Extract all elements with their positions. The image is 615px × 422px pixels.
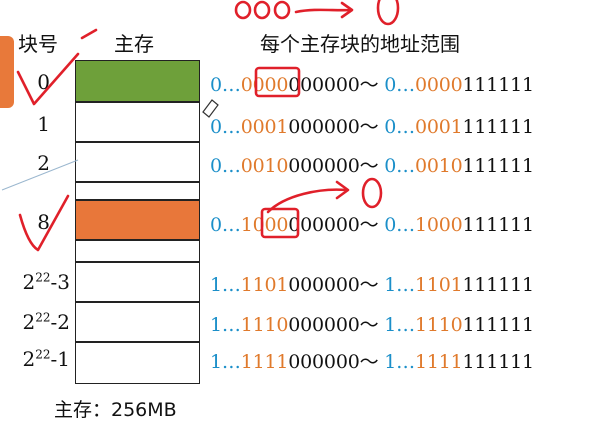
memory-block-8 — [75, 200, 200, 240]
address-range: 0…1000000000～ 0…1000111111 — [210, 214, 534, 236]
block-label: 222-2 — [22, 310, 71, 334]
address-range: 0…0001000000～ 0…0001111111 — [210, 116, 534, 138]
memory-block-n3 — [75, 262, 200, 302]
block-label: 8 — [37, 210, 50, 234]
memory-block-n2 — [75, 302, 200, 342]
scribble-arrow — [266, 188, 348, 214]
memory-block-0 — [75, 60, 200, 102]
scribble-zero — [253, 0, 271, 20]
scribble-zero — [273, 0, 291, 20]
block-label: 0 — [37, 70, 50, 94]
memory-block-gap — [75, 182, 200, 200]
memory-block-gap — [75, 240, 200, 262]
address-range: 1…1111000000～ 1…1111111111 — [210, 351, 534, 373]
address-range: 0…0010000000～ 0…0010111111 — [210, 155, 534, 177]
scribble-arrowhead — [340, 1, 354, 19]
address-range: 0…0000000000～ 0…0000111111 — [210, 74, 534, 96]
header-main-memory: 主存 — [114, 32, 154, 56]
block-label: 222-3 — [22, 270, 71, 294]
memory-block-n1 — [75, 342, 200, 384]
scribble-zero — [361, 177, 383, 209]
check-mark — [80, 28, 98, 40]
side-tab[interactable] — [0, 36, 14, 108]
block-label: 222-1 — [22, 347, 71, 371]
scribble-arrowhead — [335, 180, 350, 200]
block-label: 1 — [37, 112, 50, 136]
memory-block-1 — [75, 102, 200, 142]
memory-block-2 — [75, 142, 200, 182]
scribble-zero — [234, 0, 252, 20]
scribble-zero — [376, 0, 400, 26]
header-block-no: 块号 — [18, 32, 58, 56]
scribble-arrow — [294, 8, 352, 14]
header-address-range: 每个主存块的地址范围 — [260, 32, 460, 56]
address-range: 1…1101000000～ 1…1101111111 — [210, 274, 534, 296]
block-label: 2 — [37, 151, 50, 175]
address-range: 1…1110000000～ 1…1110111111 — [210, 314, 534, 336]
